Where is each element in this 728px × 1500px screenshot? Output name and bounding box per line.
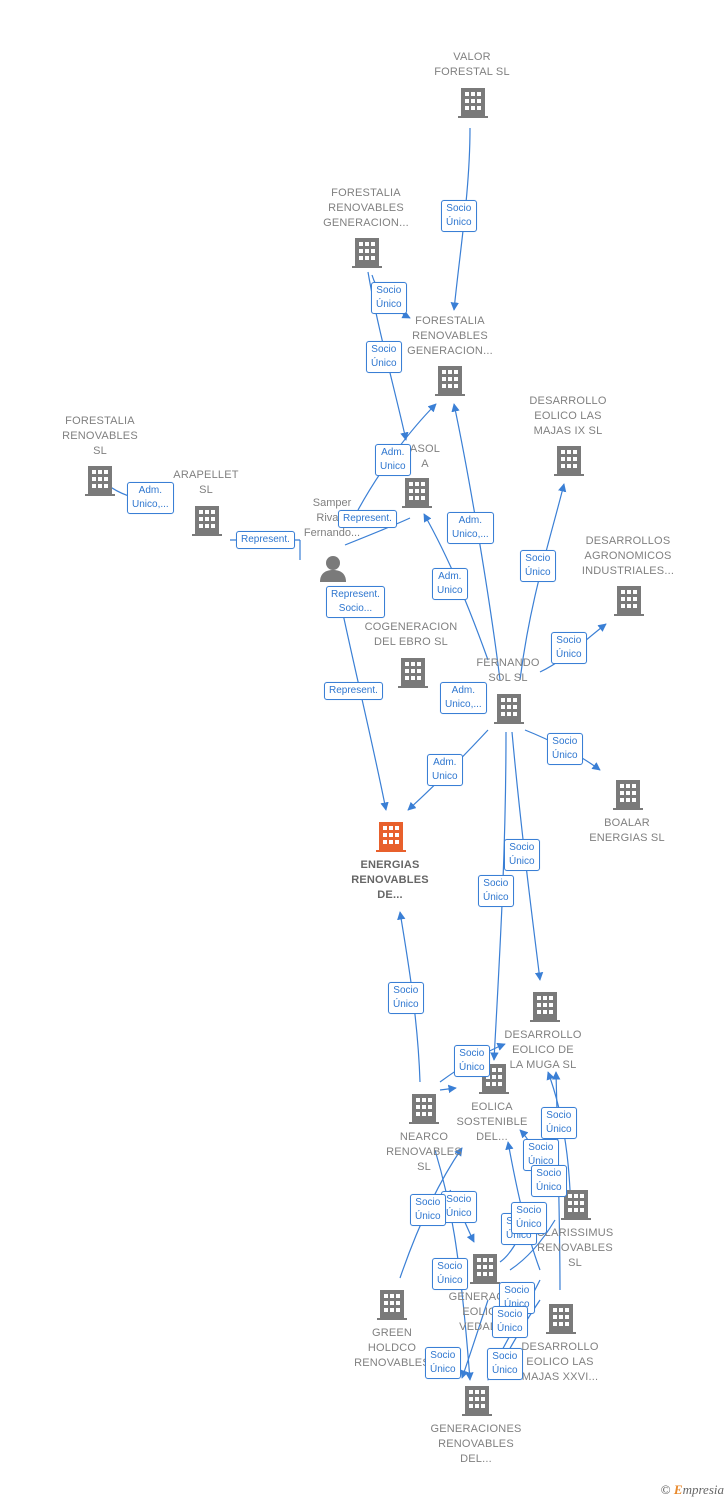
edge-label[interactable]: Socio Único: [441, 1191, 477, 1223]
edge-label[interactable]: Socio Único: [551, 632, 587, 664]
building-icon: [376, 822, 406, 852]
node-clarissimus[interactable]: CLARISSIMUS RENOVABLES SL: [520, 1186, 630, 1271]
node-muga[interactable]: DESARROLLO EOLICO DE LA MUGA SL: [488, 988, 598, 1073]
edge: [509, 1219, 556, 1271]
edge-label[interactable]: Socio Único: [531, 1165, 567, 1197]
edge-label[interactable]: Socio Único: [478, 875, 514, 907]
node-cogeneracion-ebro[interactable]: COGENERACION DEL EBRO SL: [356, 620, 466, 688]
building-icon: [435, 366, 465, 396]
edge-label[interactable]: Socio Único: [504, 839, 540, 871]
node-label: GENERACIONES RENOVABLES DEL...: [430, 1423, 522, 1465]
edge: [439, 1084, 457, 1094]
edge-label[interactable]: Represent.: [338, 510, 397, 528]
edge-label[interactable]: Socio Único: [366, 341, 402, 373]
brand-logo[interactable]: © Empresia: [661, 1482, 724, 1498]
node-green-holdco[interactable]: GREEN HOLDCO RENOVABLES: [337, 1286, 447, 1371]
edge: [460, 1299, 489, 1379]
building-icon: [494, 694, 524, 724]
node-nearco[interactable]: NEARCO RENOVABLES SL: [369, 1090, 479, 1175]
brand-logo-initial: E: [673, 1482, 683, 1497]
building-icon: [462, 1386, 492, 1416]
node-forestalia-generacion-2[interactable]: FORESTALIA RENOVABLES GENERACION...: [395, 314, 505, 396]
node-label: FERNANDO SOL SL: [476, 657, 540, 684]
node-label: EOLICA SOSTENIBLE DEL...: [456, 1101, 528, 1143]
node-majas-ix[interactable]: DESARROLLO EOLICO LAS MAJAS IX SL: [513, 394, 623, 476]
node-majas-xxvi[interactable]: DESARROLLO EOLICO LAS MAJAS XXVI...: [505, 1300, 615, 1385]
node-label: ASOL A: [409, 443, 441, 470]
copyright-symbol: ©: [660, 1482, 671, 1497]
node-label: FORESTALIA RENOVABLES GENERACION...: [323, 187, 409, 229]
node-label: VALOR FORESTAL SL: [434, 51, 510, 78]
edge-label[interactable]: Socio Único: [487, 1348, 523, 1380]
node-energias-renovables-main[interactable]: ENERGIAS RENOVABLES DE...: [335, 818, 445, 903]
edge-label[interactable]: Represent.: [236, 531, 295, 549]
node-fernando-sol[interactable]: FERNANDO SOL SL: [453, 656, 563, 724]
edge: [344, 517, 411, 546]
building-icon: [546, 1304, 576, 1334]
building-icon: [614, 586, 644, 616]
edge-label[interactable]: Represent.: [324, 682, 383, 700]
node-label: FORESTALIA RENOVABLES SL: [62, 415, 138, 457]
building-icon: [398, 658, 428, 688]
node-arapellet[interactable]: ARAPELLET SL: [151, 468, 261, 536]
node-valor-forestal[interactable]: VALOR FORESTAL SL: [417, 50, 527, 118]
node-label: COGENERACION DEL EBRO SL: [364, 621, 458, 648]
edge-label[interactable]: Socio Único: [371, 282, 407, 314]
edge-label[interactable]: Socio Único: [410, 1194, 446, 1226]
edge-label[interactable]: Socio Único: [520, 550, 556, 582]
building-icon: [554, 446, 584, 476]
edge-label[interactable]: Socio Único: [432, 1258, 468, 1290]
node-label: FORESTALIA RENOVABLES GENERACION...: [407, 315, 493, 357]
edge-label[interactable]: Socio Único: [511, 1202, 547, 1234]
edge-label[interactable]: Represent. Socio...: [326, 586, 385, 618]
edge-label[interactable]: Adm. Unico,...: [440, 682, 487, 714]
node-label: ENERGIAS RENOVABLES DE...: [351, 859, 429, 901]
node-label: DESARROLLO EOLICO LAS MAJAS IX SL: [529, 395, 607, 437]
edge-label[interactable]: Adm. Unico,...: [127, 482, 174, 514]
building-icon: [377, 1290, 407, 1320]
edge-label[interactable]: Adm. Unico: [375, 444, 411, 476]
node-label: DESARROLLO EOLICO DE LA MUGA SL: [504, 1029, 582, 1071]
node-label: DESARROLLOS AGRONOMICOS INDUSTRIALES...: [581, 535, 675, 577]
building-icon: [402, 478, 432, 508]
building-icon: [561, 1190, 591, 1220]
edge-label[interactable]: Socio Único: [541, 1107, 577, 1139]
brand-logo-text: mpresia: [682, 1482, 724, 1497]
edge: [434, 1149, 474, 1381]
edge-label[interactable]: Socio Único: [547, 733, 583, 765]
node-forestalia-generacion-1[interactable]: FORESTALIA RENOVABLES GENERACION...: [311, 186, 421, 268]
building-icon: [352, 238, 382, 268]
node-generaciones-renovables[interactable]: GENERACIONES RENOVABLES DEL...: [421, 1382, 531, 1467]
person-icon[interactable]: [318, 554, 348, 584]
building-icon: [458, 88, 488, 118]
node-label: GREEN HOLDCO RENOVABLES: [354, 1327, 430, 1369]
edge-label[interactable]: Socio Único: [492, 1306, 528, 1338]
node-label: ARAPELLET SL: [173, 469, 239, 496]
node-asol[interactable]: ASOL A: [400, 442, 450, 508]
building-icon: [85, 466, 115, 496]
node-desarrollos-agronomicos[interactable]: DESARROLLOS AGRONOMICOS INDUSTRIALES...: [573, 534, 683, 616]
node-label: CLARISSIMUS RENOVABLES SL: [536, 1227, 614, 1269]
node-label: BOALAR ENERGIAS SL: [589, 817, 665, 844]
edge-label[interactable]: Socio Único: [441, 200, 477, 232]
node-forestalia-renovables[interactable]: FORESTALIA RENOVABLES SL: [45, 414, 155, 496]
building-icon: [192, 506, 222, 536]
node-boalar[interactable]: BOALAR ENERGIAS SL: [572, 776, 682, 846]
building-icon: [470, 1254, 500, 1284]
building-icon: [409, 1094, 439, 1124]
edge-label[interactable]: Socio Único: [388, 982, 424, 1014]
node-label: DESARROLLO EOLICO LAS MAJAS XXVI...: [521, 1341, 599, 1383]
edge-label[interactable]: Socio Único: [454, 1045, 490, 1077]
building-icon: [530, 992, 560, 1022]
edge-label[interactable]: Adm. Unico: [432, 568, 468, 600]
edge-label[interactable]: Adm. Unico: [427, 754, 463, 786]
building-icon: [613, 780, 643, 810]
edge-label[interactable]: Adm. Unico,...: [447, 512, 494, 544]
node-label: NEARCO RENOVABLES SL: [386, 1131, 462, 1173]
edge-label[interactable]: Socio Único: [425, 1347, 461, 1379]
